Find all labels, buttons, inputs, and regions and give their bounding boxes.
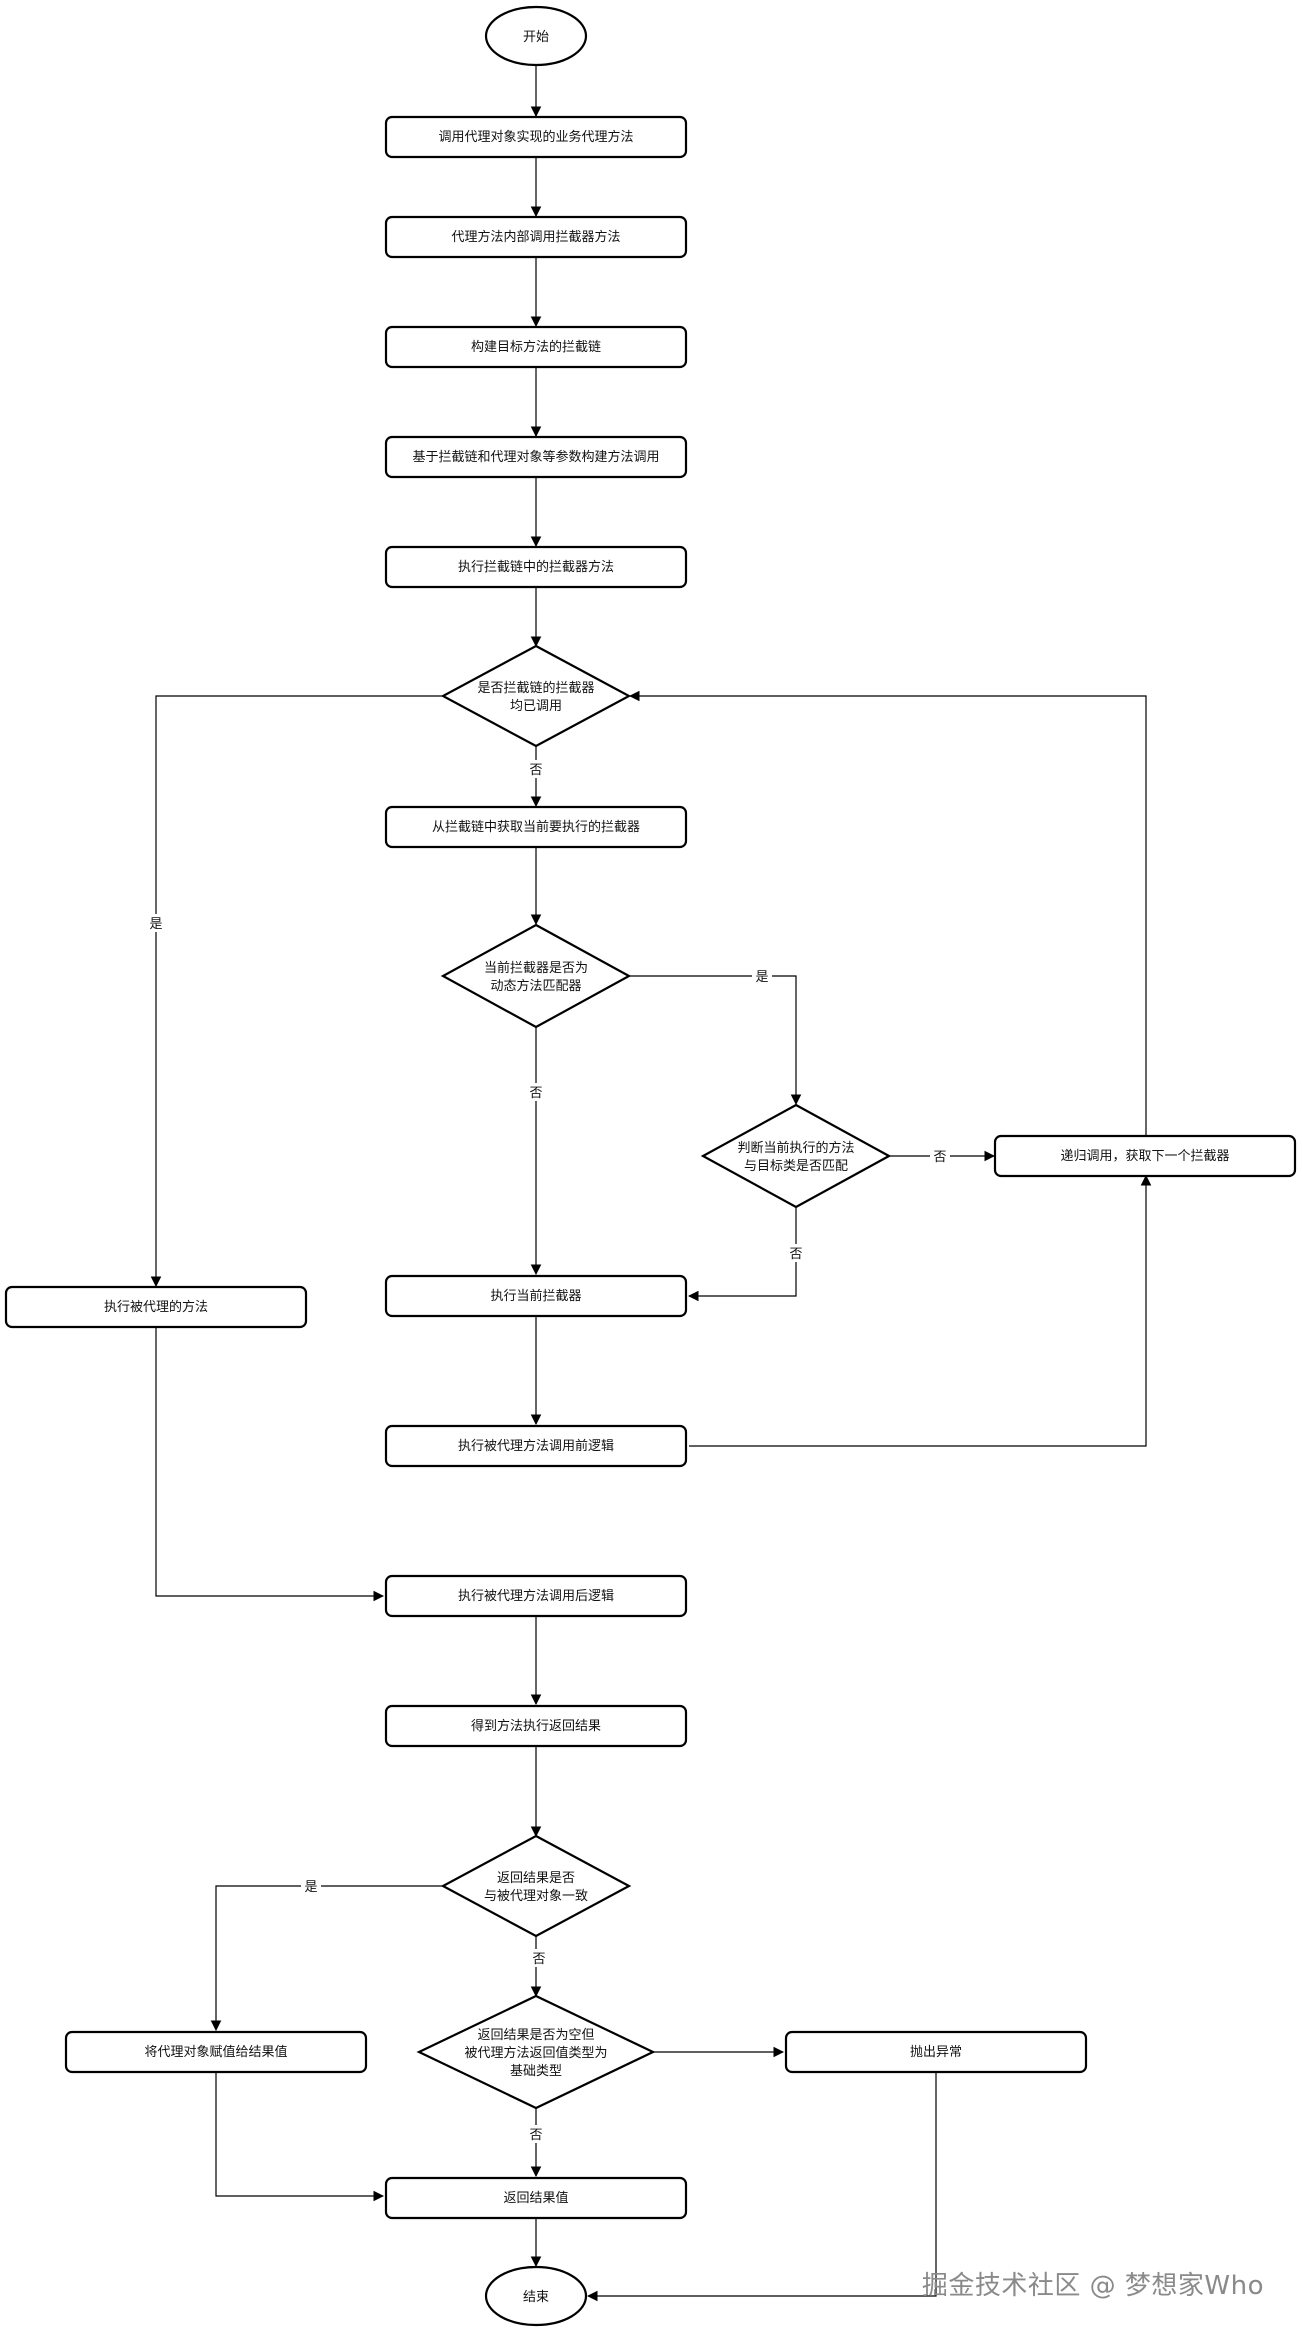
decision-label-line2: 动态方法匹配器 xyxy=(490,978,581,994)
edge-d2-d3 xyxy=(629,975,802,1106)
edge-n8-n11 xyxy=(155,1326,385,1602)
decision-label-line2: 与被代理对象一致 xyxy=(484,1889,588,1904)
process-node xyxy=(993,1134,1297,1178)
process-label: 执行拦截链中的拦截器方法 xyxy=(458,559,614,575)
decision-node xyxy=(440,923,632,1029)
label-d4-yes: 是 xyxy=(304,1880,317,1895)
process-node xyxy=(784,2030,1088,2074)
process-label: 抛出异常 xyxy=(910,2045,962,2060)
decision-node xyxy=(440,644,632,748)
process-label: 递归调用，获取下一个拦截器 xyxy=(1060,1149,1229,1164)
process-label: 调用代理对象实现的业务代理方法 xyxy=(438,129,633,145)
process-label: 返回结果值 xyxy=(503,2190,568,2206)
start-node xyxy=(484,5,588,67)
label-d1-no: 否 xyxy=(529,763,542,778)
edge-d4-n13 xyxy=(210,1885,444,2032)
process-node xyxy=(384,1424,688,1468)
decision-label-line3: 基础类型 xyxy=(510,2064,562,2079)
process-node xyxy=(384,805,688,849)
end-label: 结束 xyxy=(523,2290,549,2305)
label-d4-no: 否 xyxy=(532,1952,545,1967)
process-node xyxy=(384,1704,688,1748)
process-node xyxy=(384,1274,688,1318)
process-node xyxy=(384,115,688,159)
decision-label-line1: 是否拦截链的拦截器 xyxy=(477,680,594,696)
decision-label-line2: 均已调用 xyxy=(510,699,562,714)
edge-n13-n15 xyxy=(215,2072,385,2202)
process-label: 从拦截链中获取当前要执行的拦截器 xyxy=(432,819,640,835)
label-d5-no: 否 xyxy=(529,2128,542,2143)
label-d1-yes: 是 xyxy=(149,917,162,932)
edge-n10-n7 xyxy=(689,1174,1152,1447)
process-label: 执行被代理方法调用后逻辑 xyxy=(458,1588,614,1604)
process-node xyxy=(384,1574,688,1618)
label-d2-yes: 是 xyxy=(755,970,768,985)
decision-label-line1: 返回结果是否 xyxy=(497,1871,575,1886)
process-label: 得到方法执行返回结果 xyxy=(471,1718,601,1734)
process-label: 代理方法内部调用拦截器方法 xyxy=(451,229,620,245)
decision-node xyxy=(440,1834,632,1938)
watermark: 掘金技术社区 @ 梦想家Who xyxy=(921,2271,1264,2301)
edge-d1-n8 xyxy=(150,695,444,1288)
process-node xyxy=(384,435,688,479)
decision-label-line2: 被代理方法返回值类型为 xyxy=(464,2045,607,2061)
decision-node xyxy=(416,1994,656,2110)
decision-label-line1: 返回结果是否为空但 xyxy=(477,2028,594,2043)
process-node xyxy=(384,215,688,259)
label-d3-no-down: 否 xyxy=(789,1247,802,1262)
process-label: 执行被代理的方法 xyxy=(104,1299,208,1315)
process-node xyxy=(384,325,688,369)
process-node xyxy=(384,545,688,589)
process-label: 将代理对象赋值给结果值 xyxy=(144,2044,287,2060)
process-node xyxy=(64,2030,368,2074)
decision-node xyxy=(700,1103,892,1209)
process-node xyxy=(384,2176,688,2220)
nodes: 开始 调用代理对象实现的业务代理方法 代理方法内部调用拦截器方法 构建目标方法的… xyxy=(4,5,1297,2327)
edge-labels: 否 是 是 否 否 否 是 否 否 xyxy=(146,760,950,2143)
decision-label-line1: 判断当前执行的方法 xyxy=(737,1140,854,1156)
edge-d3-n9 xyxy=(687,1206,797,1302)
process-node xyxy=(4,1285,308,1329)
decision-label-line2: 与目标类是否匹配 xyxy=(744,1159,848,1174)
start-label: 开始 xyxy=(523,30,549,45)
edges xyxy=(150,66,1152,2302)
process-label: 执行被代理方法调用前逻辑 xyxy=(458,1438,614,1454)
edge-n14-end xyxy=(586,2072,937,2302)
process-label: 执行当前拦截器 xyxy=(490,1288,581,1304)
end-node xyxy=(484,2265,588,2327)
process-label: 构建目标方法的拦截链 xyxy=(471,339,601,355)
decision-label-line1: 当前拦截器是否为 xyxy=(484,960,588,976)
label-d2-no: 否 xyxy=(529,1086,542,1101)
edge-n7-d1 xyxy=(628,690,1147,1136)
process-label: 基于拦截链和代理对象等参数构建方法调用 xyxy=(412,449,659,465)
label-d3-no-right: 否 xyxy=(933,1150,946,1165)
